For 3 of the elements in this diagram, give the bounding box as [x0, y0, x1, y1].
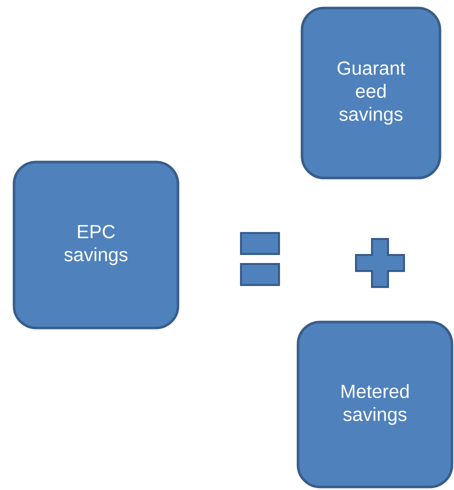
rounded-box: Guarant eed savings — [300, 6, 442, 180]
rounded-box: EPC savings — [12, 160, 180, 330]
rounded-box: Metered savings — [296, 320, 454, 488]
